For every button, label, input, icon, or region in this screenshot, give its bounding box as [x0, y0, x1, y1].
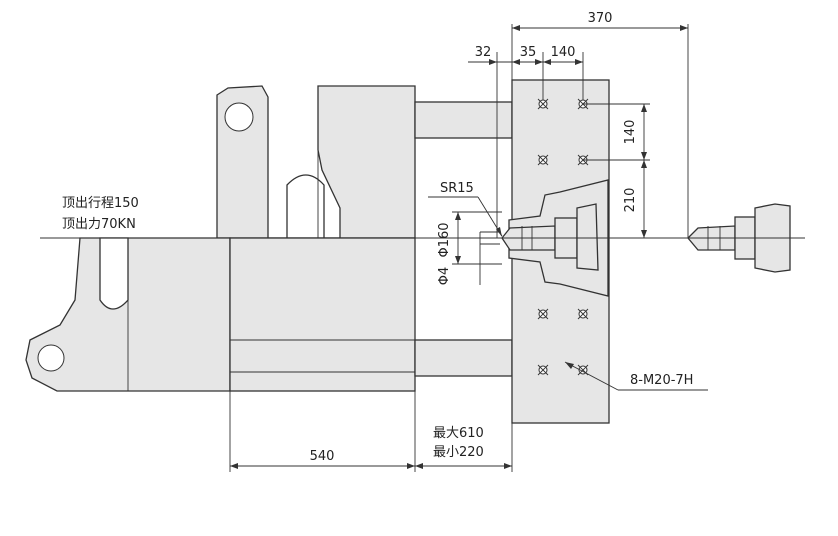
right-dimension-lines: [583, 103, 650, 238]
pin-hole-lower: [37, 344, 65, 372]
dim-top-c: 140: [551, 45, 576, 60]
bolt-callout-line: [564, 361, 708, 391]
tie-bar-lower: [414, 339, 513, 377]
dim-stroke-max: 最大610: [433, 426, 484, 441]
dim-top-b: 35: [520, 45, 537, 60]
dim-nozzle-radius: SR15: [440, 181, 474, 196]
dim-bolt-holes: 8-M20-7H: [630, 373, 693, 388]
ejector-force-label: 顶出力70KN: [62, 217, 136, 232]
dim-top-a: 32: [475, 45, 492, 60]
dim-top-overall: 370: [588, 11, 613, 26]
nozzle-dimension-lines: [428, 196, 503, 285]
toggle-link-upper: [216, 85, 416, 239]
tie-bar-upper: [414, 101, 513, 139]
dim-right-upper: 140: [623, 120, 638, 145]
dim-dia-large: Φ160: [437, 222, 452, 257]
moving-platen: [229, 237, 416, 392]
bottom-dimension-lines: [229, 391, 513, 472]
pin-hole-upper: [224, 102, 254, 132]
dim-bottom-width: 540: [310, 449, 335, 464]
top-dimension-lines: [468, 24, 689, 238]
ejector-stroke-label: 顶出行程150: [62, 196, 139, 211]
dim-dia-small: Φ4: [437, 267, 452, 286]
dim-stroke-min: 最小220: [433, 445, 484, 460]
toggle-link-lower: [25, 237, 231, 392]
dim-right-lower: 210: [623, 188, 638, 213]
